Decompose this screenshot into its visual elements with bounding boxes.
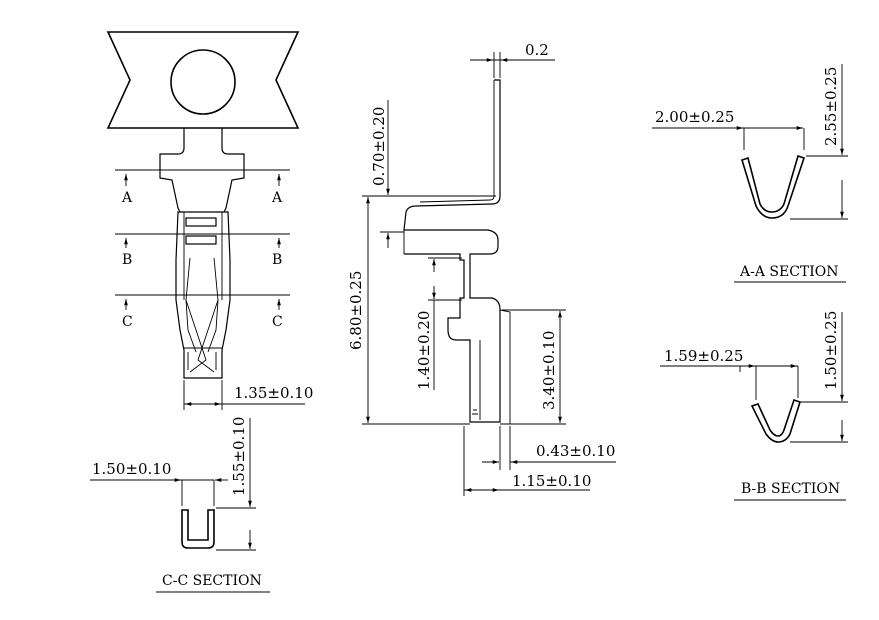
cc-profile bbox=[181, 509, 215, 549]
section-letter-a-left: A bbox=[121, 190, 133, 206]
section-letter-c-right: C bbox=[272, 314, 283, 330]
slot-dim: 1.40±0.20 bbox=[415, 311, 433, 390]
bb-section-title: B-B SECTION bbox=[741, 481, 840, 497]
tip-offset-dim: 0.43±0.10 bbox=[536, 442, 615, 460]
overall-length-dim: 6.80±0.25 bbox=[347, 271, 365, 350]
section-bb: 1.59±0.25 1.50±0.25 B-B SECTION bbox=[660, 311, 848, 501]
top-view: A A B B C C 1.35±0.10 bbox=[106, 31, 313, 410]
terminal-side-profile bbox=[403, 79, 501, 423]
cc-height-dim: 1.55±0.10 bbox=[230, 417, 248, 496]
thickness-dim: 0.2 bbox=[525, 41, 549, 59]
side-view: 0.2 0.70±0.20 6.80±0.25 1.40±0.20 3.40±0… bbox=[347, 41, 616, 496]
tab-offset-dim: 0.70±0.20 bbox=[370, 107, 388, 186]
terminal-body bbox=[175, 211, 231, 379]
section-cc: 1.50±0.10 1.55±0.10 C-C SECTION bbox=[90, 417, 270, 593]
bottom-width-dim: 1.15±0.10 bbox=[512, 472, 591, 490]
aa-profile bbox=[741, 154, 806, 219]
bb-height-dim: 1.50±0.25 bbox=[822, 311, 840, 390]
section-letter-b-right: B bbox=[272, 252, 282, 268]
aa-width-dim: 2.00±0.25 bbox=[655, 108, 734, 126]
section-letter-c-left: C bbox=[122, 314, 133, 330]
carrier-strip bbox=[106, 31, 300, 129]
pilot-hole bbox=[170, 49, 236, 115]
section-aa: 2.00±0.25 2.55±0.25 A-A SECTION bbox=[652, 64, 848, 283]
bb-profile bbox=[750, 398, 801, 443]
section-letter-b-left: B bbox=[122, 252, 132, 268]
aa-height-dim: 2.55±0.25 bbox=[822, 67, 840, 146]
top-width-dim: 1.35±0.10 bbox=[234, 384, 313, 402]
section-letter-a-right: A bbox=[271, 190, 283, 206]
cc-section-title: C-C SECTION bbox=[162, 573, 262, 589]
terminal-neck bbox=[159, 128, 185, 213]
cc-width-dim: 1.50±0.10 bbox=[92, 460, 171, 478]
bb-width-dim: 1.59±0.25 bbox=[664, 347, 743, 365]
lower-length-dim: 3.40±0.10 bbox=[540, 331, 558, 410]
aa-section-title: A-A SECTION bbox=[739, 264, 839, 280]
